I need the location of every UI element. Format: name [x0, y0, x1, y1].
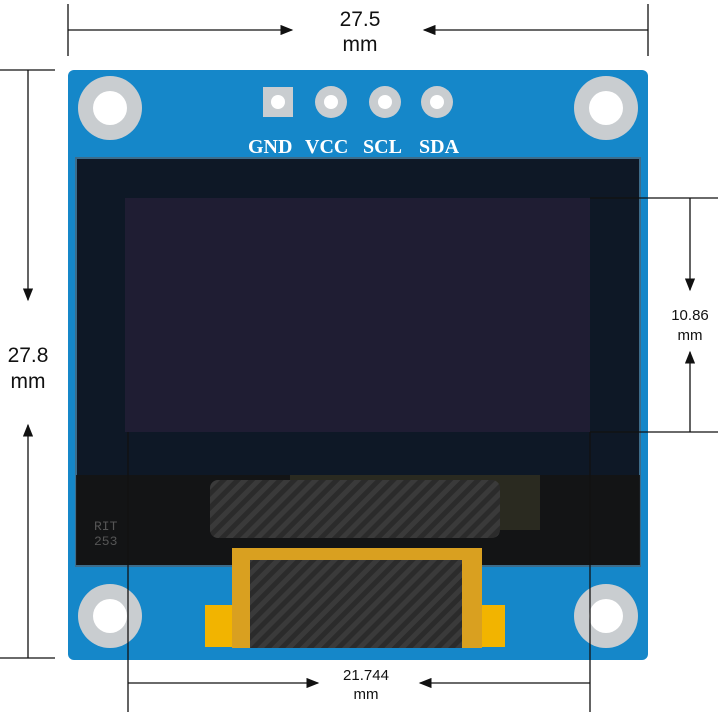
dimension-board-width: [67, 4, 649, 56]
dimension-value: 27.5: [340, 8, 381, 31]
dimension-unit: mm: [678, 327, 703, 344]
dimension-unit: mm: [343, 33, 378, 56]
flex-ribbon-cable: [205, 480, 505, 648]
dimension-board-height: [0, 69, 55, 659]
dimension-active-height: [590, 197, 718, 433]
pin-label-vcc: VCC: [305, 136, 348, 158]
dimension-unit: mm: [354, 686, 379, 703]
active-display-area: [125, 198, 590, 432]
mounting-hole-icon: [574, 76, 638, 140]
mounting-hole-icon: [78, 584, 142, 648]
dimension-value: 27.8: [8, 344, 49, 367]
header-pads: GND VCC SCL SDA: [248, 86, 460, 158]
pin-label-sda: SDA: [419, 136, 460, 158]
dimension-value: 21.744: [343, 667, 389, 684]
dimension-unit: mm: [11, 370, 46, 393]
silkscreen-text: RIT: [94, 519, 118, 534]
dimension-active-width: [127, 432, 591, 712]
silkscreen-text: 253: [94, 534, 117, 549]
pin-label-gnd: GND: [248, 136, 292, 158]
mounting-holes: [78, 76, 638, 648]
mounting-hole-icon: [78, 76, 142, 140]
pin-label-scl: SCL: [363, 136, 402, 158]
dimension-value: 10.86: [671, 307, 709, 324]
mounting-hole-icon: [574, 584, 638, 648]
